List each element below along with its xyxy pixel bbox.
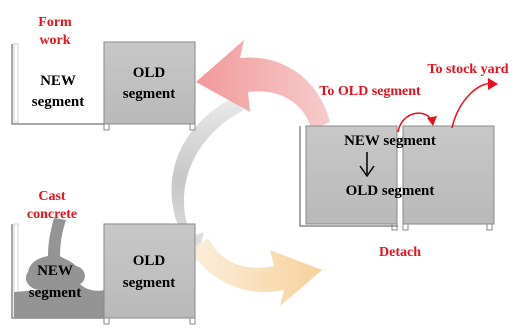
formwork-label-line2: work <box>39 33 70 48</box>
new-segment-label-line1: NEW <box>40 73 76 89</box>
new-segment-label-line1: NEW <box>37 263 73 279</box>
old-segment-label-line2: segment <box>123 86 176 102</box>
new-segment-label-line2: segment <box>29 285 82 301</box>
new-segment-label: NEW segment <box>344 133 436 149</box>
panel-detach: NEW segment OLD segment <box>299 78 498 231</box>
segment-support <box>189 317 196 325</box>
cycle-arrow-bottom-orange <box>190 238 322 306</box>
panel-formwork: NEW segment OLD segment <box>11 41 196 131</box>
segment-support <box>103 123 110 131</box>
to-stock-yard-arrowhead <box>488 78 498 90</box>
cast-concrete-label-line1: Cast <box>38 189 66 204</box>
cycle-arrows <box>171 40 330 306</box>
segment-support <box>189 123 196 131</box>
segment-support <box>486 223 493 231</box>
concrete-pour <box>14 218 104 318</box>
old-segment-label-line1: OLD <box>133 65 166 81</box>
to-stock-yard-label: To stock yard <box>427 62 508 77</box>
detach-label: Detach <box>379 245 421 260</box>
to-old-segment-arrowhead <box>427 116 437 126</box>
segment-support <box>103 317 110 325</box>
new-segment-block <box>305 125 398 225</box>
old-segment-block <box>402 125 495 225</box>
down-arrow-head <box>359 165 375 178</box>
panel-cast-concrete: NEW segment OLD segment <box>11 218 196 325</box>
new-segment-label-line2: segment <box>32 94 85 110</box>
cycle-arrow-left-gray <box>171 98 244 262</box>
cycle-arrow-top-pink <box>196 40 330 130</box>
old-segment-label-line1: OLD <box>133 253 166 269</box>
formwork-outline <box>299 126 398 227</box>
to-old-segment-label: To OLD segment <box>319 84 421 99</box>
formwork-inner-lines <box>13 43 19 123</box>
segment-support <box>391 223 398 231</box>
cast-concrete-label-line2: concrete <box>27 207 77 222</box>
old-segment-block <box>103 41 196 125</box>
formwork-label-line1: Form <box>38 15 72 30</box>
segment-support <box>402 223 409 231</box>
old-segment-block <box>103 223 196 319</box>
formwork-outline <box>11 44 104 125</box>
to-stock-yard-arrow <box>451 82 495 129</box>
old-segment-label-line2: segment <box>123 275 176 291</box>
old-segment-label: OLD segment <box>346 183 435 199</box>
